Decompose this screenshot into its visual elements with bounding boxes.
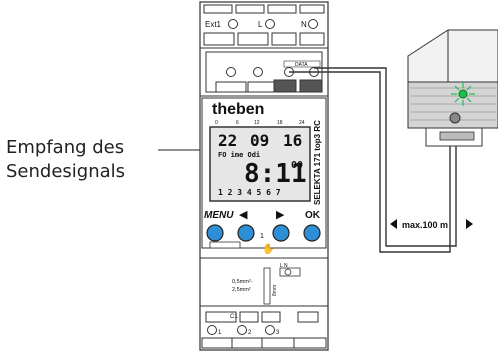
wire-spec-line2: 2,5mm² bbox=[232, 287, 251, 293]
arrow-left-icon bbox=[390, 219, 397, 229]
wire-spec-line1: 0,5mm²- bbox=[232, 279, 253, 285]
strip-gauge bbox=[263, 267, 271, 305]
terminal-ext1-screw bbox=[228, 19, 238, 29]
scale-tick-24: 24 bbox=[299, 120, 305, 126]
model-label: SELEKTA 171 top3 RC bbox=[313, 120, 322, 205]
caption-line-2: Sendesignals bbox=[6, 161, 126, 182]
top-terminal-strip: Ext1 L N bbox=[203, 4, 325, 46]
terminal-2-screw bbox=[237, 325, 247, 335]
strip-length-label: 8mm bbox=[272, 285, 278, 296]
left-button[interactable] bbox=[237, 224, 255, 242]
led-indicator bbox=[451, 82, 475, 106]
ok-label: OK bbox=[305, 210, 321, 221]
terminal-3-screw bbox=[265, 325, 275, 335]
brand-logo: theben bbox=[212, 101, 264, 118]
button-number-label: 1 bbox=[260, 233, 264, 240]
right-button[interactable] bbox=[272, 224, 290, 242]
arrow-right-icon bbox=[466, 219, 473, 229]
distance-indicator: max.100 m bbox=[390, 219, 473, 230]
front-panel: theben 0 6 12 18 24 SELEKTA 171 top3 RC … bbox=[201, 97, 327, 255]
lcd-weekdays: 1 2 3 4 5 6 7 bbox=[218, 188, 281, 197]
timer-device: Ext1 L N DATA theb bbox=[199, 1, 329, 351]
menu-label: MENU bbox=[204, 210, 234, 221]
terminal-c1-label: C1 bbox=[230, 314, 238, 320]
terminal-l-label: L bbox=[258, 20, 263, 29]
scale-tick-12: 12 bbox=[254, 120, 260, 126]
scale-tick-6: 6 bbox=[236, 120, 239, 126]
lcd-info-line: FO ime Odi bbox=[218, 151, 260, 159]
terminal-1-screw bbox=[207, 325, 217, 335]
lcd-date-month: 09 bbox=[250, 131, 269, 150]
terminal-n-screw bbox=[308, 19, 318, 29]
lcd-display: 22 09 16 FO ime Odi 8:11 00 1 2 3 4 5 6 … bbox=[209, 126, 311, 202]
right-arrow-label: ▶ bbox=[276, 209, 285, 221]
lcd-seconds: 00 bbox=[291, 160, 303, 171]
data-cable bbox=[289, 67, 457, 253]
terminal-1-label: 1 bbox=[218, 330, 222, 336]
reception-caption: Empfang des Sendesignals bbox=[6, 136, 125, 184]
lcd-date-year: 16 bbox=[283, 131, 302, 150]
ln-label: L N bbox=[280, 263, 288, 269]
lower-section: L N 8mm 0,5mm²- 2,5mm² C1 1 2 3 bbox=[200, 257, 328, 349]
ok-button[interactable] bbox=[303, 224, 321, 242]
lcd-date-day: 22 bbox=[218, 131, 237, 150]
left-arrow-label: ◀ bbox=[239, 209, 248, 221]
menu-button[interactable] bbox=[206, 224, 224, 242]
terminal-n-label: N bbox=[301, 20, 307, 29]
data-terminal-row: DATA bbox=[205, 51, 323, 93]
scale-tick-0: 0 bbox=[215, 120, 218, 126]
hand-icon: ✋ bbox=[262, 242, 274, 255]
terminal-3-label: 3 bbox=[276, 330, 280, 336]
antenna-sensor bbox=[407, 29, 498, 147]
scale-tick-18: 18 bbox=[277, 120, 283, 126]
data-label: DATA bbox=[295, 62, 308, 68]
lcd-time: 8:11 bbox=[244, 159, 307, 189]
terminal-2-label: 2 bbox=[248, 330, 252, 336]
distance-label: max.100 m bbox=[402, 220, 448, 230]
terminal-ext1-label: Ext1 bbox=[205, 20, 222, 29]
caption-line-1: Empfang des bbox=[6, 137, 125, 158]
terminal-l-screw bbox=[265, 19, 275, 29]
